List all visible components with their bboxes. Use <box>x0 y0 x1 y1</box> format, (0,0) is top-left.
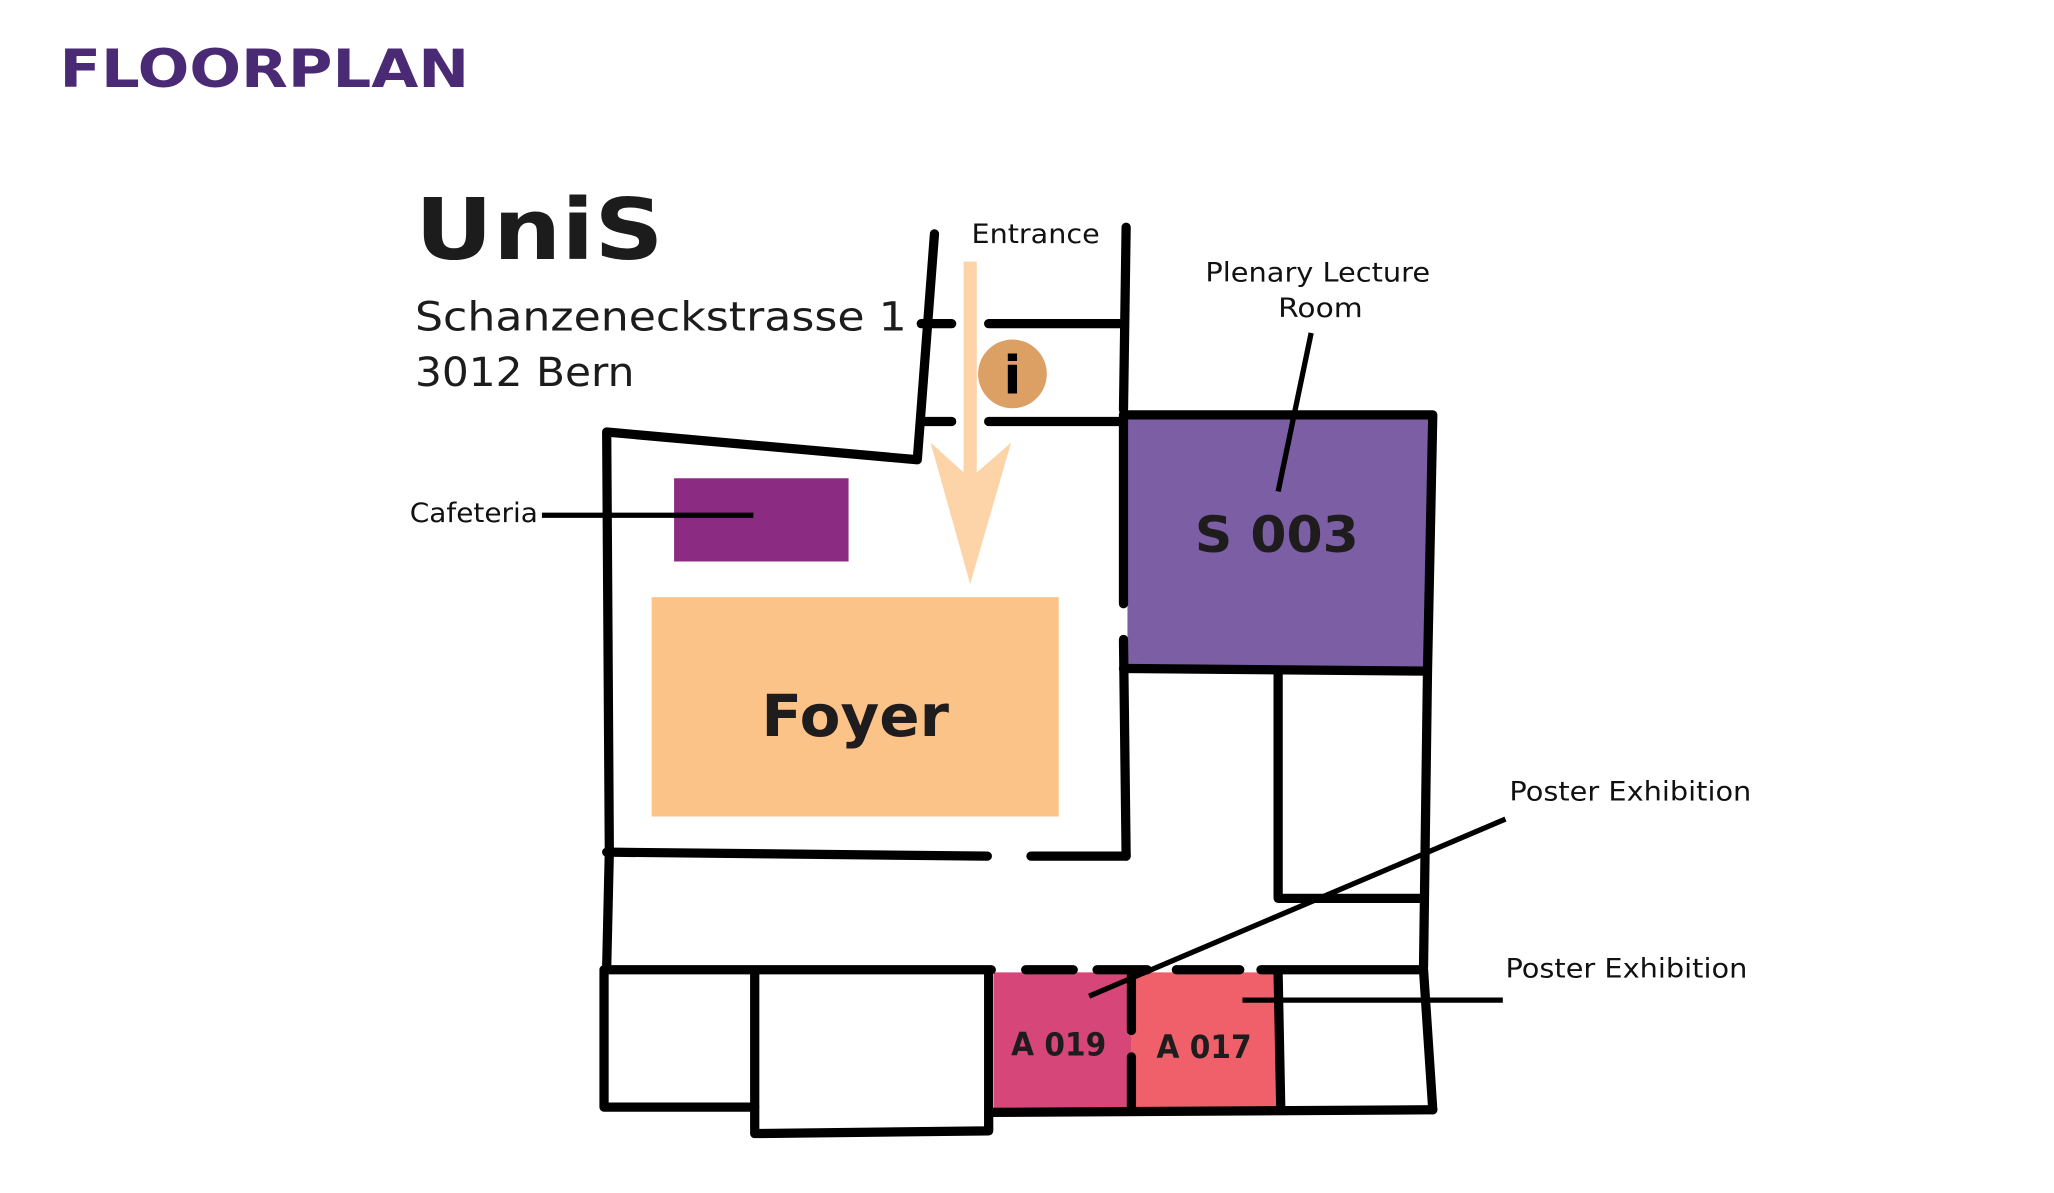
building-name: UniS <box>415 181 663 279</box>
cafeteria-room[interactable] <box>674 478 849 562</box>
s003-label: S 003 <box>1195 505 1359 564</box>
info-icon <box>978 339 1047 409</box>
s003-room[interactable] <box>1127 414 1429 672</box>
poster-1-leader-line <box>1088 816 1507 999</box>
a017-label: A 017 <box>1157 1030 1252 1066</box>
entrance-arrow-icon <box>930 261 1012 584</box>
page-title: FLOORPLAN <box>59 39 469 100</box>
plenary-label-line1: Plenary Lecture <box>1205 257 1430 288</box>
cafeteria-label: Cafeteria <box>410 498 538 529</box>
poster-exhibition-label-2: Poster Exhibition <box>1505 954 1747 985</box>
foyer-room[interactable] <box>651 597 1059 817</box>
info-point[interactable]: i <box>978 339 1047 409</box>
address-street: Schanzeneckstrasse 1 <box>415 294 907 340</box>
poster-exhibition-label-1: Poster Exhibition <box>1509 777 1751 808</box>
info-glyph: i <box>1003 346 1021 407</box>
foyer-label: Foyer <box>761 682 949 750</box>
a019-label: A 019 <box>1011 1028 1106 1064</box>
plenary-label-line2: Room <box>1278 293 1363 324</box>
a019-room[interactable] <box>993 972 1132 1110</box>
plenary-leader-line <box>1275 332 1314 493</box>
entrance-label: Entrance <box>971 219 1099 250</box>
address-city: 3012 Bern <box>415 350 634 396</box>
a017-room[interactable] <box>1131 972 1277 1110</box>
